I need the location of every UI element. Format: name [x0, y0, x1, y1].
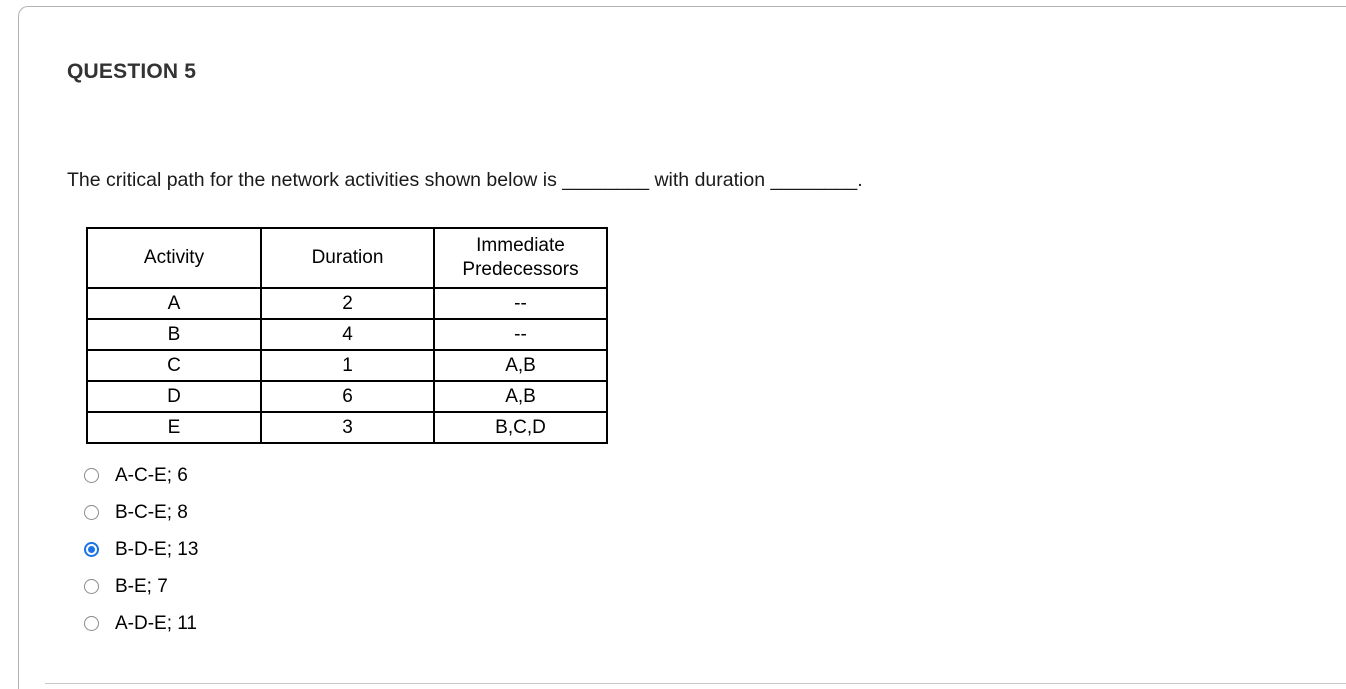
answer-option-label: A-D-E; 11 [115, 613, 198, 634]
page-title: QUESTION 5 [67, 60, 197, 83]
answer-option-label: A-C-E; 6 [115, 465, 188, 486]
cell-activity: D [86, 380, 262, 413]
cell-activity: E [86, 411, 262, 444]
activity-table-container: Activity Duration Immediate Predecessors… [86, 227, 608, 444]
table-row: A 2 -- [86, 287, 608, 320]
radio-button-icon[interactable] [84, 468, 99, 483]
cell-activity: A [86, 287, 262, 320]
table-row: D 6 A,B [86, 380, 608, 413]
table-header-duration: Duration [260, 227, 435, 289]
table-header-duration-label: Duration [311, 247, 384, 268]
cell-activity: B [86, 318, 262, 351]
answer-option-label: B-C-E; 8 [115, 502, 188, 523]
cell-duration: 6 [260, 380, 435, 413]
table-header-row: Activity Duration Immediate Predecessors [86, 227, 608, 289]
table-header-activity-label: Activity [143, 247, 205, 268]
answer-option-2[interactable]: B-D-E; 13 [79, 531, 198, 568]
table-row: B 4 -- [86, 318, 608, 351]
radio-button-selected-icon[interactable] [84, 542, 99, 557]
table-header-predecessors: Immediate Predecessors [433, 227, 608, 289]
answer-option-1[interactable]: B-C-E; 8 [79, 494, 198, 531]
answer-option-label: B-D-E; 13 [115, 539, 199, 560]
cell-predecessors: B,C,D [433, 411, 608, 444]
activity-table: Activity Duration Immediate Predecessors… [86, 227, 608, 444]
table-row: E 3 B,C,D [86, 411, 608, 444]
cell-predecessors: A,B [433, 349, 608, 382]
cell-predecessors: A,B [433, 380, 608, 413]
cell-duration: 2 [260, 287, 435, 320]
cell-predecessors: -- [433, 318, 608, 351]
answer-option-label: B-E; 7 [115, 576, 168, 597]
table-row: C 1 A,B [86, 349, 608, 382]
answer-options-group: A-C-E; 6 B-C-E; 8 B-D-E; 13 B-E; 7 A-D-E… [79, 457, 198, 642]
cell-duration: 3 [260, 411, 435, 444]
question-prompt-text: The critical path for the network activi… [67, 169, 863, 191]
table-header-activity: Activity [86, 227, 262, 289]
radio-button-icon[interactable] [84, 505, 99, 520]
bottom-divider [45, 683, 1346, 684]
quiz-question-card: QUESTION 5 The critical path for the net… [18, 6, 1346, 689]
question-body: QUESTION 5 The critical path for the net… [67, 59, 1297, 633]
cell-predecessors: -- [433, 287, 608, 320]
radio-button-icon[interactable] [84, 616, 99, 631]
table-header-predecessors-label: Immediate Predecessors [462, 235, 579, 280]
cell-activity: C [86, 349, 262, 382]
answer-option-4[interactable]: A-D-E; 11 [79, 605, 198, 642]
answer-option-3[interactable]: B-E; 7 [79, 568, 198, 605]
radio-button-icon[interactable] [84, 579, 99, 594]
answer-option-0[interactable]: A-C-E; 6 [79, 457, 198, 494]
cell-duration: 4 [260, 318, 435, 351]
cell-duration: 1 [260, 349, 435, 382]
